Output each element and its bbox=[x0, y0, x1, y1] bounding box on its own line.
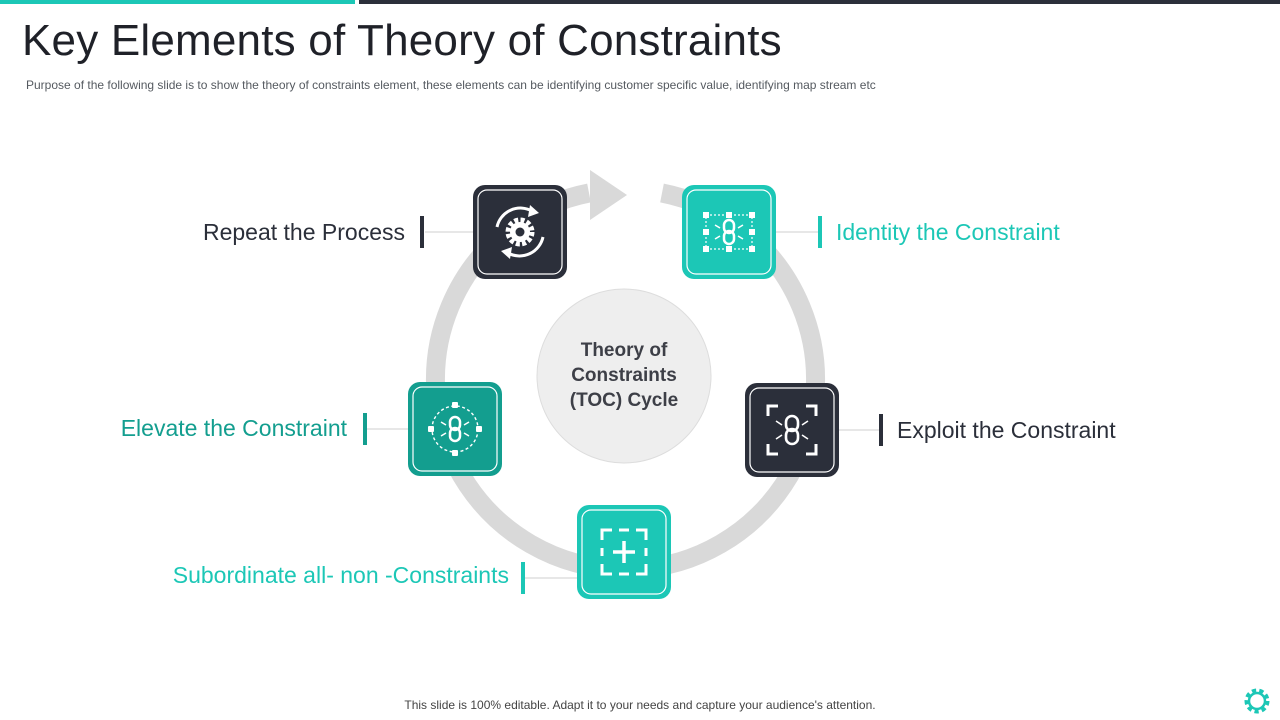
cycle-arrow-head bbox=[590, 170, 627, 220]
plus-frame-icon bbox=[600, 528, 648, 576]
chain-link-select-icon bbox=[703, 212, 755, 252]
label-bar-identity bbox=[818, 216, 822, 248]
node-identity-constraint bbox=[682, 185, 776, 279]
gear-icon bbox=[1244, 688, 1270, 714]
top-accent-bar-teal bbox=[0, 0, 355, 4]
label-elevate-constraint: Elevate the Constraint bbox=[120, 415, 347, 441]
label-bar-elevate bbox=[363, 413, 367, 445]
label-bar-exploit bbox=[879, 414, 883, 446]
center-title-line2: Constraints bbox=[571, 365, 677, 386]
chain-link-circle-icon bbox=[428, 402, 482, 456]
gear-refresh-icon bbox=[495, 205, 545, 259]
label-identity-constraint: Identity the Constraint bbox=[836, 219, 1060, 245]
node-subordinate-constraints bbox=[577, 505, 671, 599]
node-repeat-process bbox=[473, 185, 567, 279]
footer-note: This slide is 100% editable. Adapt it to… bbox=[404, 698, 876, 712]
center-title-line1: Theory of bbox=[580, 340, 668, 361]
center-title: Theory of Constraints (TOC) Cycle bbox=[538, 338, 710, 413]
center-title-line3: (TOC) Cycle bbox=[569, 390, 679, 411]
label-subordinate-constraints: Subordinate all- non -Constraints bbox=[172, 562, 509, 588]
slide-subtitle: Purpose of the following slide is to sho… bbox=[26, 78, 876, 92]
node-exploit-constraint bbox=[745, 383, 839, 477]
center-circle bbox=[536, 288, 712, 464]
chain-link-focus-icon bbox=[766, 404, 818, 456]
label-bar-repeat bbox=[420, 216, 424, 248]
node-elevate-constraint bbox=[408, 382, 502, 476]
slide-title: Key Elements of Theory of Constraints bbox=[22, 16, 782, 65]
top-accent-bar-dark bbox=[359, 0, 1280, 4]
label-exploit-constraint: Exploit the Constraint bbox=[897, 417, 1116, 443]
label-repeat-process: Repeat the Process bbox=[202, 219, 405, 245]
label-bar-subordinate bbox=[521, 562, 525, 594]
